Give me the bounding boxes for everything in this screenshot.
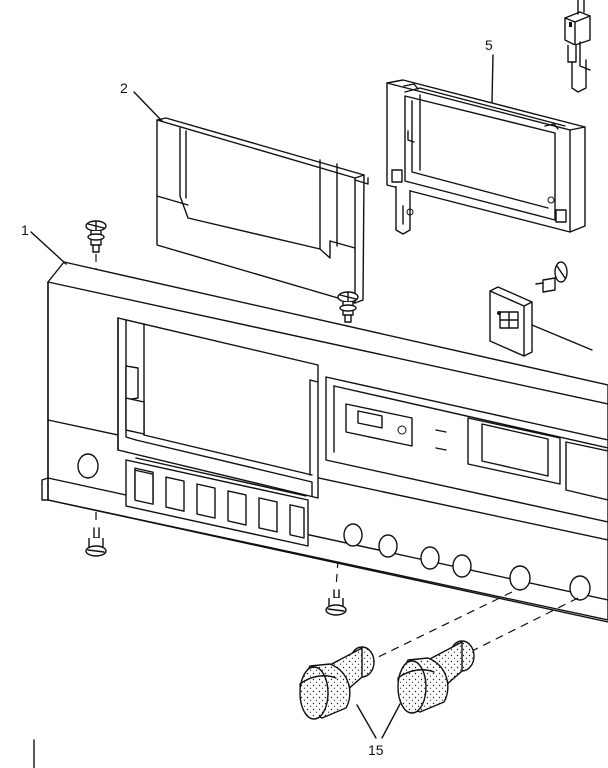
leader-line-1 — [30, 231, 67, 265]
jack-socket — [489, 286, 593, 357]
display-window-frame — [386, 79, 586, 235]
knob-left — [299, 646, 375, 720]
callout-label-1: 1 — [21, 222, 29, 238]
screw-top-center — [337, 291, 359, 323]
callout-label-2: 2 — [120, 80, 128, 96]
callout-label-5: 5 — [485, 37, 493, 53]
leader-line-5 — [491, 54, 494, 103]
leader-line-15b — [381, 703, 401, 739]
switch-component — [564, 0, 591, 93]
screw-right — [535, 261, 568, 293]
screw-bottom-left — [85, 527, 107, 557]
cassette-door-panel — [156, 117, 369, 304]
knob-guide-line-2 — [469, 597, 579, 653]
knob-right — [397, 640, 475, 714]
screw-top-left — [85, 220, 107, 253]
screw-bottom-center — [325, 589, 347, 616]
leader-line-2 — [133, 91, 163, 122]
knob-guide-line-1 — [371, 591, 513, 661]
callout-label-15: 15 — [368, 742, 384, 758]
leader-line-15a — [356, 704, 377, 739]
front-panel — [41, 261, 608, 623]
screw-guide-line-4 — [335, 559, 339, 589]
